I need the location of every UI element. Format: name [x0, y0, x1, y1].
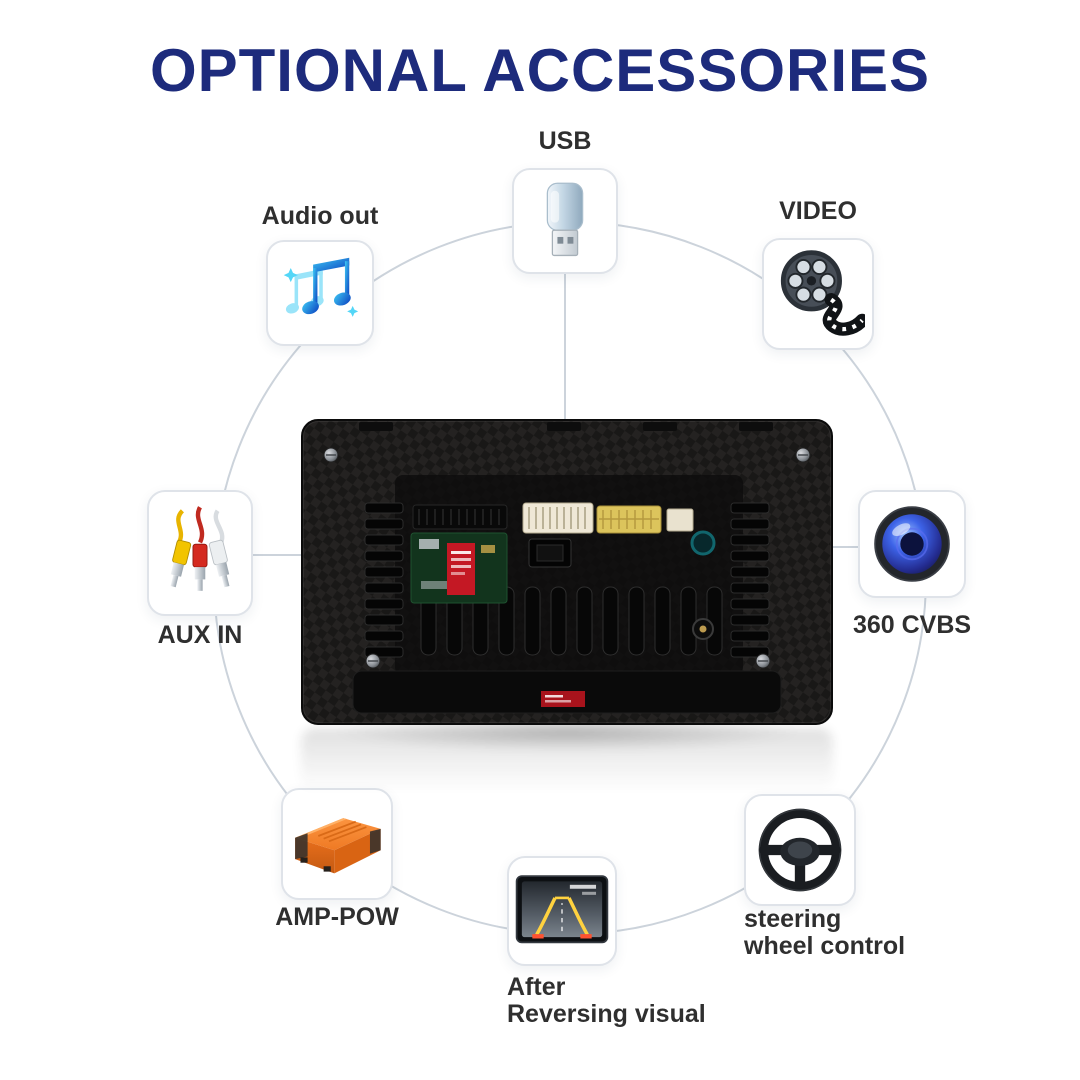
accessory-usb: [512, 168, 618, 274]
accessory-label-360-cvbs: 360 CVBS: [852, 611, 972, 639]
accessory-label-steering-wheel-control: steering wheel control: [744, 906, 944, 960]
connector-line-aux: [253, 554, 303, 556]
page-title: OPTIONAL ACCESSORIES: [149, 37, 931, 104]
steering-wheel-icon: [758, 808, 842, 892]
car-stereo-rear-panel: [301, 419, 833, 725]
rca-cables-icon: [170, 506, 230, 591]
usb-flash-drive-icon: [546, 182, 584, 257]
connector-line-cvbs: [830, 546, 860, 548]
reversing-camera-icon: [515, 875, 609, 944]
accessory-reversing-visual: [507, 856, 617, 966]
film-reel-icon: [780, 250, 865, 336]
amplifier-icon: [295, 818, 381, 874]
steering-label-line1: steering: [744, 905, 842, 933]
accessory-label-aux-in: AUX IN: [157, 621, 243, 649]
music-notes-icon: [283, 257, 359, 317]
unit-reflection: [301, 728, 833, 792]
car-stereo-rear-panel-graphic: [301, 419, 833, 725]
accessory-aux-in: [147, 490, 253, 616]
accessory-label-amp-pow: AMP-POW: [275, 903, 399, 931]
accessory-label-reversing-visual: After Reversing visual: [507, 974, 747, 1028]
accessory-audio-out: [266, 240, 374, 346]
reversing-label-line1: After: [507, 973, 566, 1001]
accessory-label-audio-out: Audio out: [261, 202, 379, 230]
accessory-label-video: VIDEO: [779, 197, 857, 225]
reversing-label-line2: Reversing visual: [507, 1000, 706, 1028]
accessory-amp-pow: [281, 788, 393, 900]
accessory-label-usb: USB: [538, 127, 592, 155]
steering-label-line2: wheel control: [744, 932, 906, 960]
accessory-video: [762, 238, 874, 350]
accessory-steering-wheel-control: [744, 794, 856, 906]
camera-lens-icon: [874, 506, 950, 582]
accessory-360-cvbs: [858, 490, 966, 598]
connector-line-usb: [564, 274, 566, 422]
